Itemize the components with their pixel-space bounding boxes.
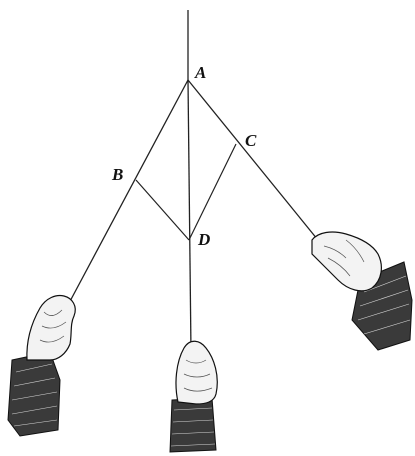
line-cd	[188, 143, 237, 241]
label-a: A	[194, 63, 206, 82]
right-hand	[311, 231, 382, 292]
label-b: B	[111, 165, 123, 184]
middle-hand	[175, 340, 218, 405]
label-d: D	[197, 230, 210, 249]
label-c: C	[245, 131, 257, 150]
left-hand-illustration	[7, 294, 76, 437]
line-bd	[135, 179, 190, 241]
right-hand-illustration	[311, 231, 413, 351]
middle-sleeve	[169, 397, 217, 453]
middle-hand-illustration	[169, 340, 218, 453]
right-string	[187, 79, 323, 246]
vertical-string-lower	[187, 79, 192, 353]
left-string	[67, 79, 189, 306]
